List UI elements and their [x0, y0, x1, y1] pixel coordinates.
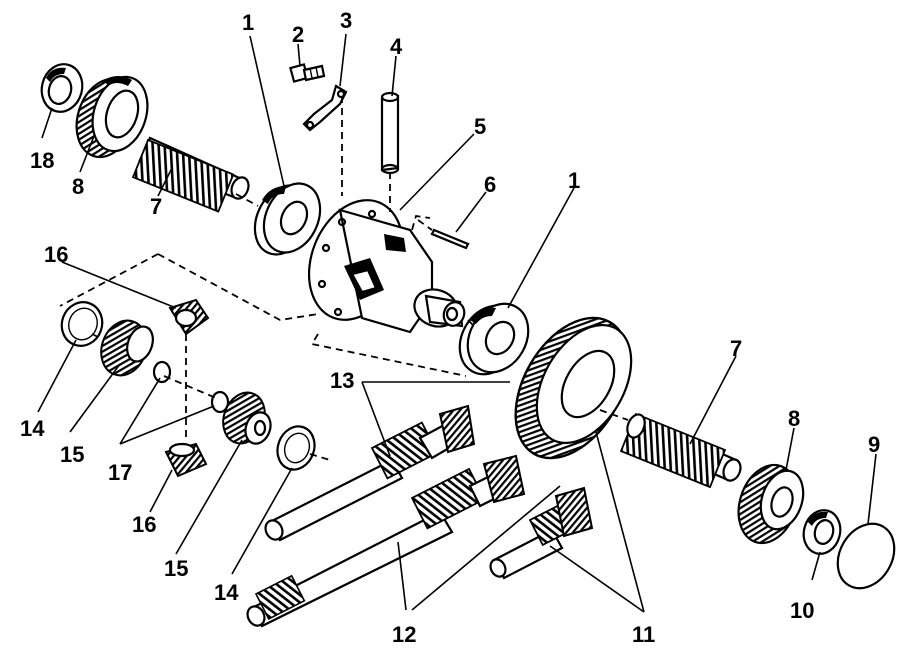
- output-shaft-7-left: [131, 136, 250, 213]
- callout-labels: 1 2 3 4 5 6 1 7 7 8 8 9 10 11 12 13 14 1…: [20, 8, 880, 647]
- callout-18: 18: [30, 148, 54, 173]
- thrust-washer-14-center: [276, 425, 316, 471]
- leader-lines: [37, 33, 877, 613]
- pinion-shaft-4: [380, 91, 400, 175]
- callout-16-lower: 16: [132, 512, 156, 537]
- washer-17-b: [210, 390, 230, 414]
- bearing-1-lower: [458, 302, 530, 376]
- bearing-8-right: [737, 463, 805, 545]
- bearing-8-left: [75, 75, 149, 159]
- callout-1-lower: 1: [568, 168, 580, 193]
- pinion-gear-16-lower: [164, 442, 208, 478]
- seal-10: [802, 509, 842, 555]
- callout-15-left: 15: [60, 442, 84, 467]
- callout-13: 13: [330, 368, 354, 393]
- bolt-2: [289, 63, 326, 83]
- callout-15-center: 15: [164, 556, 188, 581]
- callout-17: 17: [108, 460, 132, 485]
- seal-18: [40, 63, 84, 113]
- pinion-gear-16-upper: [168, 298, 210, 336]
- side-gear-15-left: [100, 319, 154, 377]
- drive-pinion-11: [489, 486, 594, 580]
- callout-7-right: 7: [730, 336, 742, 361]
- callout-8-right: 8: [788, 406, 800, 431]
- roll-pin-6: [430, 228, 470, 250]
- callout-14-center: 14: [214, 580, 239, 605]
- callout-8-left: 8: [72, 174, 84, 199]
- drive-pinion-shaft-upper: [264, 404, 476, 542]
- callout-2: 2: [292, 22, 304, 47]
- callout-9: 9: [868, 432, 880, 457]
- lock-plate-3: [302, 84, 348, 132]
- callout-4: 4: [390, 34, 403, 59]
- differential-case-5: [307, 199, 466, 334]
- bearing-1-upper: [253, 182, 322, 256]
- callout-5: 5: [474, 114, 486, 139]
- callout-14-left: 14: [20, 416, 45, 441]
- callout-6: 6: [484, 172, 496, 197]
- ring-gear-13: [514, 316, 633, 460]
- output-shaft-7-right: [619, 412, 742, 489]
- callout-12: 12: [392, 622, 416, 647]
- thrust-washer-14-left: [60, 301, 104, 347]
- callout-1-upper: 1: [242, 10, 254, 35]
- callout-7-left: 7: [150, 194, 162, 219]
- washer-17-a: [152, 360, 172, 384]
- assembly-lines: [59, 96, 629, 461]
- callout-11: 11: [632, 622, 655, 647]
- o-ring-9: [836, 522, 896, 590]
- drive-pinion-shaft-lower: [246, 454, 526, 628]
- callout-10: 10: [790, 598, 814, 623]
- side-gear-15-center: [222, 391, 272, 445]
- callout-16-upper: 16: [44, 242, 68, 267]
- callout-3: 3: [340, 8, 352, 33]
